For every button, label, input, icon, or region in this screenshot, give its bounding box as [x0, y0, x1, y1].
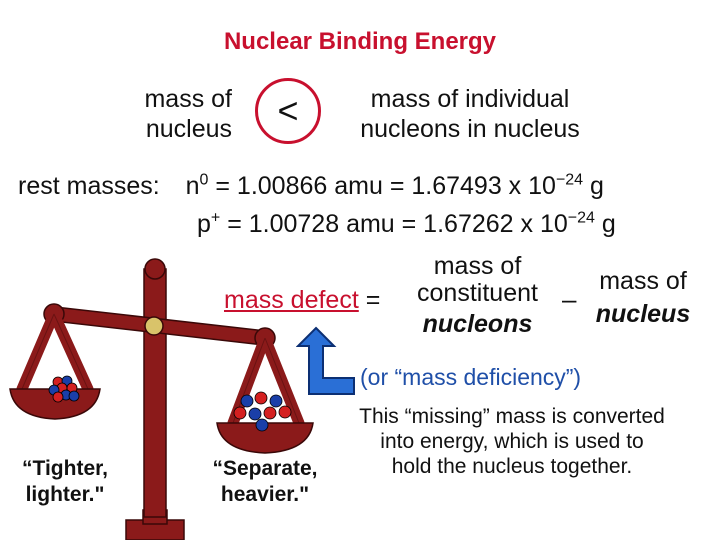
scale-post-cap — [145, 259, 165, 279]
nucleus-term-line2: nucleus — [588, 301, 698, 328]
less-than-sign: < — [277, 93, 298, 129]
left-label-line1: “Tighter, — [0, 456, 130, 482]
left-pan — [10, 314, 100, 419]
nucleus-mass-term: mass of nucleus — [588, 268, 698, 328]
rest-masses-label: rest masses: — [18, 172, 160, 200]
left-label-line2: lighter." — [0, 482, 130, 508]
mass-of-nucleus-line1: mass of — [110, 84, 232, 114]
neutron-mass-text: = 1.00866 amu = 1.67493 x 10 — [215, 172, 556, 200]
separate-heavier-label: “Separate, heavier." — [190, 456, 340, 508]
right-label-line1: “Separate, — [190, 456, 340, 482]
equals-sign: = — [366, 286, 381, 314]
rest-mass-neutron-line: rest masses: n0 = 1.00866 amu = 1.67493 … — [18, 172, 604, 201]
scale-pivot — [145, 317, 163, 335]
proton-symbol: p — [197, 210, 211, 238]
page-title: Nuclear Binding Energy — [0, 28, 720, 56]
neutron-symbol: n — [186, 172, 200, 200]
less-than-symbol: < — [255, 78, 321, 144]
nucleus-term-line1: mass of — [588, 268, 698, 295]
minus-sign: – — [562, 284, 576, 315]
constituent-line3: nucleons — [405, 311, 550, 338]
rest-mass-proton-line: p+ = 1.00728 amu = 1.67262 x 10−24 g — [197, 210, 616, 239]
proton-superscript: + — [211, 210, 220, 227]
constituent-line1: mass of — [405, 253, 550, 280]
scale-post — [144, 269, 166, 517]
mass-of-nucleus-text: mass of nucleus — [110, 84, 232, 144]
explanation-line1: This “missing” mass is converted — [338, 404, 686, 429]
right-label-line2: heavier." — [190, 482, 340, 508]
mass-of-nucleus-line2: nucleus — [110, 114, 232, 144]
mass-of-nucleons-text: mass of individual nucleons in nucleus — [335, 84, 605, 144]
proton-exponent: −24 — [568, 210, 595, 227]
mass-deficiency-note: (or “mass deficiency”) — [360, 364, 581, 391]
proton-unit: g — [602, 210, 616, 238]
neutron-superscript: 0 — [200, 172, 209, 189]
mass-of-nucleons-line2: nucleons in nucleus — [335, 114, 605, 144]
missing-mass-explanation: This “missing” mass is converted into en… — [338, 404, 686, 479]
mass-of-nucleons-line1: mass of individual — [335, 84, 605, 114]
constituent-line2: constituent — [405, 280, 550, 307]
explanation-line2: into energy, which is used to — [338, 429, 686, 454]
neutron-unit: g — [590, 172, 604, 200]
explanation-line3: hold the nucleus together. — [338, 454, 686, 479]
left-nucleus-cluster — [49, 376, 79, 402]
constituent-nucleons-term: mass of constituent nucleons — [405, 253, 550, 338]
tighter-lighter-label: “Tighter, lighter." — [0, 456, 130, 508]
proton-mass-text: = 1.00728 amu = 1.67262 x 10 — [227, 210, 568, 238]
neutron-exponent: −24 — [556, 172, 583, 189]
